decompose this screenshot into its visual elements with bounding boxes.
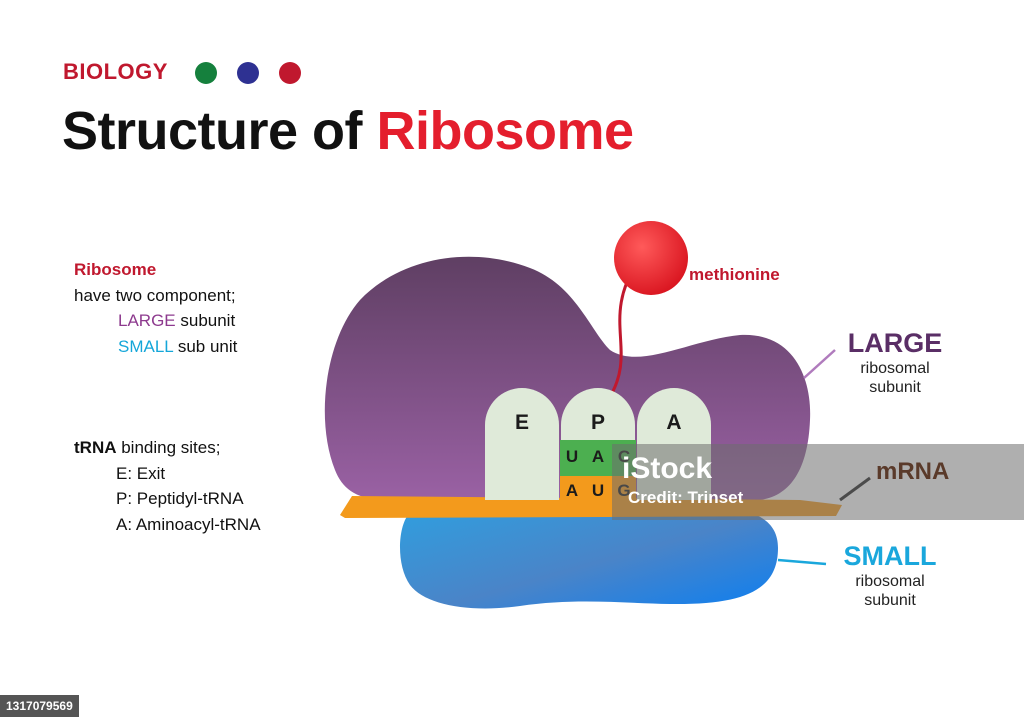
- large-label-line1: ribosomal: [860, 360, 930, 377]
- small-label-line2: subunit: [864, 592, 916, 609]
- anticodon-base-2: A: [592, 447, 604, 466]
- watermark-credit: Credit: Trinset: [628, 488, 744, 507]
- site-a-label: A: [666, 411, 681, 434]
- methionine-label: methionine: [689, 265, 780, 284]
- small-label-line1: ribosomal: [855, 573, 925, 590]
- title-accent: Ribosome: [376, 101, 635, 161]
- red-dot: [279, 62, 301, 84]
- small-word: SMALL: [118, 336, 174, 356]
- stock-id-badge: 1317079569: [0, 695, 79, 717]
- small-subunit-line: SMALL sub unit: [74, 334, 261, 360]
- blue-dot: [237, 62, 259, 84]
- codon-base-1: A: [566, 481, 578, 500]
- ribosome-heading: Ribosome: [74, 260, 157, 279]
- trna-line: tRNA binding sites;: [74, 435, 261, 461]
- large-subunit-line: LARGE subunit: [74, 308, 261, 334]
- trna-suffix: binding sites;: [116, 438, 221, 457]
- title-prefix: Structure of: [62, 101, 363, 161]
- subject-label: BIOLOGY: [63, 59, 168, 84]
- site-p-label: P: [591, 411, 605, 434]
- anticodon-base-1: U: [566, 447, 578, 466]
- trna-word: tRNA: [74, 438, 117, 457]
- mrna-label: mRNA: [876, 458, 950, 485]
- watermark-band: [612, 444, 1024, 520]
- site-exit: E: Exit: [116, 463, 166, 483]
- large-label-line2: subunit: [869, 379, 921, 396]
- green-dot: [195, 62, 217, 84]
- small-subunit-label: SMALL ribosomal subunit: [815, 540, 965, 610]
- page-title: Structure of Ribosome: [62, 100, 634, 162]
- large-subunit-label: LARGE ribosomal subunit: [820, 327, 970, 397]
- site-aminoacyl: A: Aminoacyl-tRNA: [116, 514, 261, 534]
- small-subunit: [400, 500, 778, 609]
- site-peptidyl: P: Peptidyl-tRNA: [116, 489, 244, 508]
- large-label-title: LARGE: [847, 328, 943, 358]
- large-word: LARGE: [118, 311, 176, 330]
- e-site-box: [485, 388, 559, 500]
- small-suffix: sub unit: [173, 336, 238, 356]
- site-e-label: E: [515, 411, 529, 434]
- small-label-title: SMALL: [843, 541, 937, 571]
- codon-base-2: U: [592, 481, 604, 500]
- small-leader-line: [777, 558, 827, 566]
- large-leader-line: [803, 349, 836, 379]
- watermark-brand: iStock: [622, 452, 713, 485]
- methionine-ball: [614, 221, 688, 295]
- components-line: have two component;: [74, 285, 236, 305]
- large-suffix: subunit: [175, 311, 236, 330]
- info-panel: Ribosome have two component; LARGE subun…: [74, 257, 261, 537]
